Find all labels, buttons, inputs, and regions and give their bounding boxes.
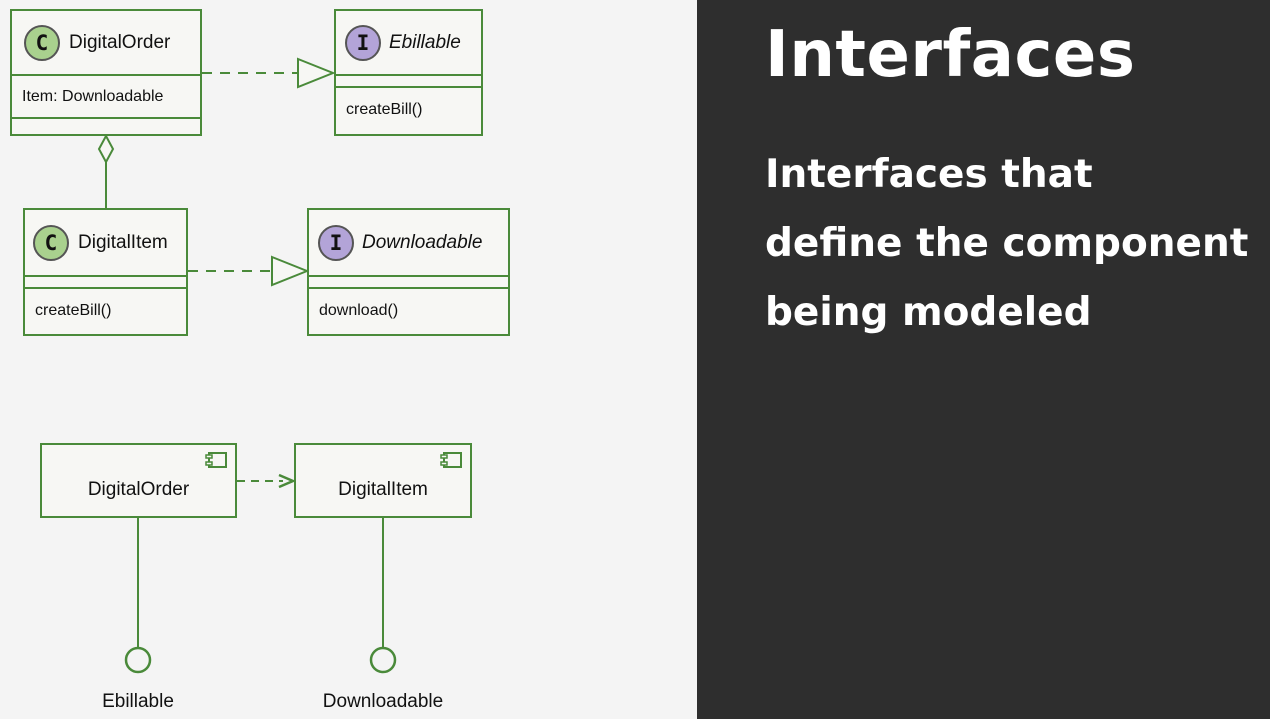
- dependency-arrowhead: [278, 473, 297, 489]
- aggregation-diamond: [97, 133, 115, 165]
- slide-body-line: Interfaces that: [765, 152, 1093, 197]
- class-header: C DigitalItem: [25, 210, 186, 277]
- slide-text-panel: Interfaces Interfaces that define the co…: [697, 0, 1270, 719]
- realization-arrowhead-downloadable: [271, 255, 310, 287]
- component-icon: [440, 452, 462, 468]
- interface-method: createBill(): [346, 101, 423, 118]
- interface-method: download(): [319, 302, 399, 319]
- class-stereotype-badge: C: [33, 224, 69, 261]
- interface-ebillable: I Ebillable createBill(): [334, 9, 483, 136]
- component-icon: [205, 452, 227, 468]
- interface-stereotype-badge: I: [318, 224, 354, 261]
- downloadable-interface-label: Downloadable: [322, 691, 444, 712]
- component-digital-order: DigitalOrder: [40, 443, 237, 518]
- slide-body-line: define the component: [765, 221, 1249, 266]
- realization-arrowhead-ebillable: [297, 57, 336, 89]
- slide-title: Interfaces: [765, 18, 1136, 92]
- class-digital-order: C DigitalOrder Item: Downloadable: [10, 9, 202, 136]
- ebillable-interface-label: Ebillable: [102, 691, 174, 712]
- class-attribute-compartment: [25, 277, 186, 289]
- class-name: DigitalItem: [78, 231, 168, 253]
- interface-name: Ebillable: [389, 31, 461, 53]
- slide-body: Interfaces that define the component bei…: [765, 140, 1265, 347]
- class-header: C DigitalOrder: [12, 11, 200, 76]
- class-digital-item: C DigitalItem createBill(): [23, 208, 188, 336]
- interface-name: Downloadable: [362, 231, 483, 253]
- slide-body-line: being modeled: [765, 290, 1092, 335]
- interface-downloadable: I Downloadable download(): [307, 208, 510, 336]
- class-name: DigitalOrder: [69, 31, 171, 53]
- ebillable-lollipop-circle: [124, 646, 152, 674]
- component-name: DigitalOrder: [87, 479, 190, 500]
- downloadable-lollipop-circle: [369, 646, 397, 674]
- interface-header: I Ebillable: [336, 11, 481, 76]
- diagram-connectors: [97, 57, 397, 674]
- component-digital-item: DigitalItem: [294, 443, 472, 518]
- class-attribute: Item: Downloadable: [12, 76, 200, 119]
- class-method: createBill(): [35, 302, 112, 319]
- interface-attribute-compartment: [309, 277, 508, 289]
- interface-stereotype-badge: I: [345, 24, 381, 61]
- interface-attribute-compartment: [336, 76, 481, 88]
- interface-header: I Downloadable: [309, 210, 508, 277]
- component-name: DigitalItem: [338, 479, 428, 500]
- class-stereotype-badge: C: [24, 24, 60, 61]
- diagram-panel: C DigitalOrder Item: Downloadable I Ebil…: [10, 9, 510, 712]
